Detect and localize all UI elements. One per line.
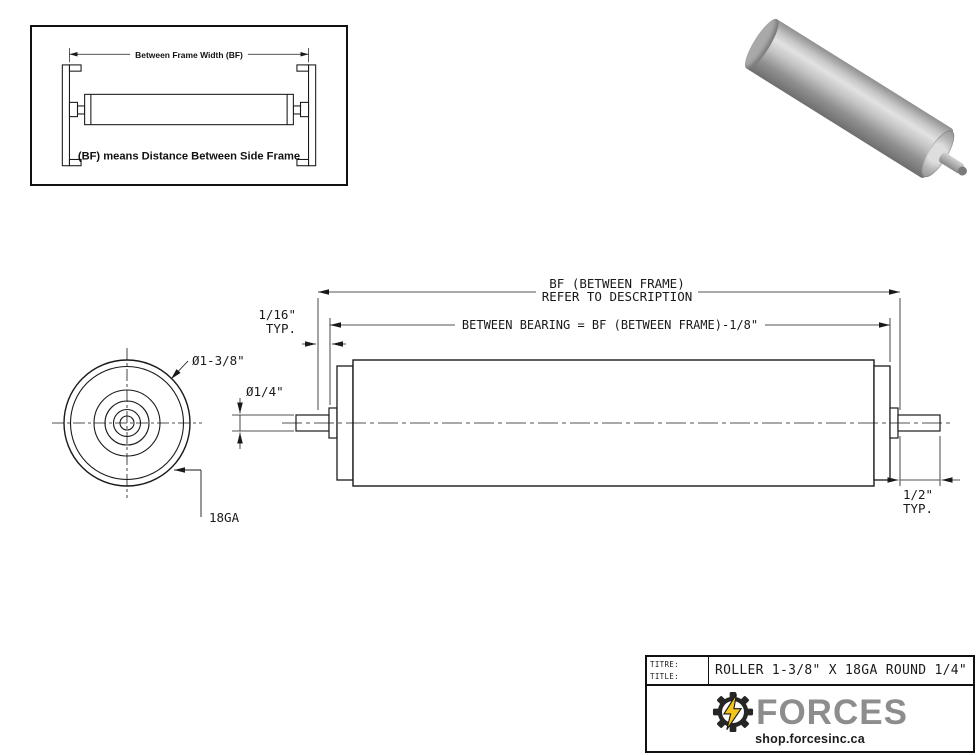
tail-label-line2: TYP. [903, 501, 933, 516]
legend-assembly [61, 64, 317, 167]
diameter-leader-line [170, 360, 189, 380]
gear-lightning-icon [713, 691, 754, 733]
bf-label-mask [536, 276, 698, 304]
legend-roller-body [84, 93, 294, 126]
bb-label-mask [455, 317, 765, 333]
legend-label-mask [130, 46, 248, 62]
drawing-title: ROLLER 1-3/8" X 18GA ROUND 1/4" [715, 663, 967, 678]
left-frame-web [61, 64, 71, 167]
legend-caption: (BF) means Distance Between Side Frame [78, 150, 300, 162]
gap-label-line2: TYP. [266, 321, 296, 336]
tube-diameter-label: Ø1-3/8" [192, 353, 245, 368]
right-frame-bottom-flange [296, 158, 310, 167]
tail-dimension [879, 436, 960, 486]
title-label-en: TITLE: [650, 671, 679, 681]
left-frame-bottom-flange [68, 158, 82, 167]
end-view-annotations [170, 360, 202, 517]
bf-label-line2: REFER TO DESCRIPTION [542, 289, 693, 304]
title-block-top-row: TITRE: TITLE: ROLLER 1-3/8" X 18GA ROUND… [647, 657, 973, 686]
legend-dim-label: Between Frame Width (BF) [135, 50, 243, 60]
shaft-diameter-label: Ø1/4" [246, 384, 284, 399]
gap-label-line1: 1/16" [258, 307, 296, 322]
legend-left-shaft [76, 105, 86, 115]
right-frame-web [307, 64, 317, 167]
tail-label-line1: 1/2" [903, 487, 933, 502]
left-frame-top-flange [68, 64, 82, 72]
left-frame-mount-tab [68, 101, 79, 118]
title-label-cell: TITRE: TITLE: [647, 657, 709, 684]
forces-logo: FORCES shop.forcesinc.ca [647, 686, 973, 751]
bf-legend-drawing: Between Frame Width (BF) ( [61, 46, 317, 167]
side-view [282, 359, 952, 487]
bf-label-line1: BF (BETWEEN FRAME) [549, 276, 684, 291]
end-view [52, 348, 202, 498]
right-frame-top-flange [296, 64, 310, 72]
gauge-label: 18GA [209, 510, 240, 525]
between-bearing-label: BETWEEN BEARING = BF (BETWEEN FRAME)-1/8… [462, 318, 758, 332]
forces-logo-row: FORCES [712, 691, 908, 733]
bf-legend-box: Between Frame Width (BF) ( [30, 25, 348, 186]
title-label-fr: TITRE: [650, 660, 679, 669]
website-text: shop.forcesinc.ca [755, 732, 865, 746]
title-block: TITRE: TITLE: ROLLER 1-3/8" X 18GA ROUND… [645, 655, 975, 753]
right-frame-mount-tab [299, 101, 310, 118]
legend-right-shaft [292, 105, 302, 115]
shaft-diameter-dimension [232, 398, 294, 449]
brand-name: FORCES [756, 692, 908, 732]
lightning-bolt-icon [722, 694, 743, 730]
